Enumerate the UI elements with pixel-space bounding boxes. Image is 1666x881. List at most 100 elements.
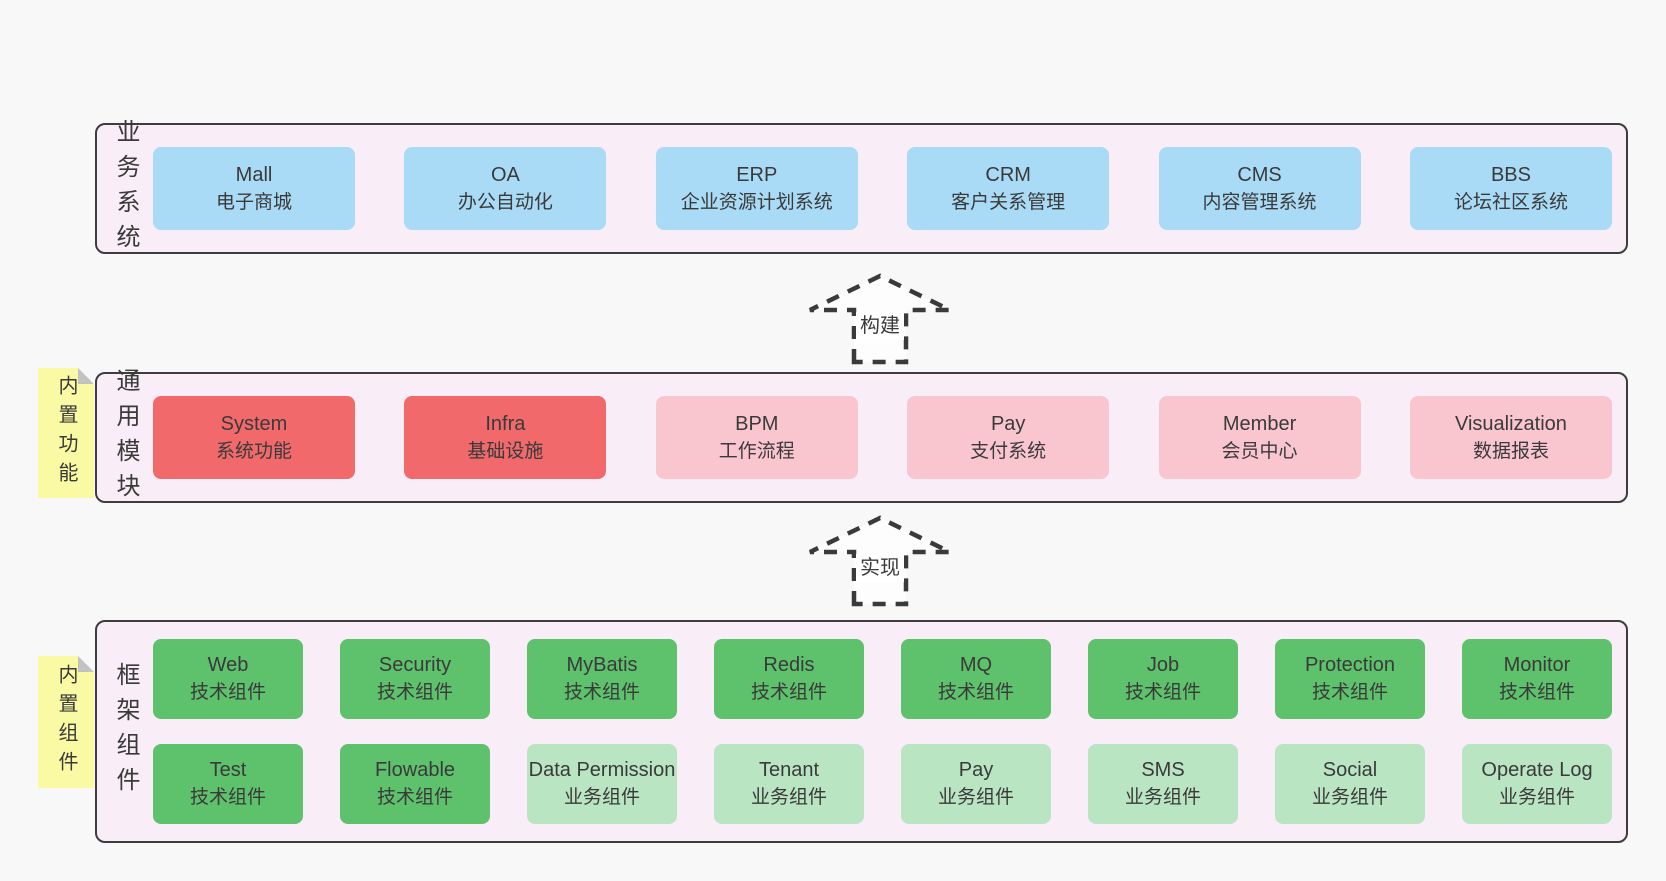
module-box: Member 会员中心 — [1158, 396, 1361, 479]
module-box: BBS 论坛社区系统 — [1409, 147, 1612, 230]
module-name-zh: 技术组件 — [937, 682, 1014, 704]
module-box: Monitor 技术组件 — [1462, 639, 1612, 719]
module-name-zh: 技术组件 — [1498, 682, 1575, 704]
module-name-zh: 技术组件 — [1311, 682, 1388, 704]
module-name-zh: 业务组件 — [563, 787, 640, 809]
sticky-note-text: 内置组件 — [55, 664, 77, 780]
module-name-zh: 客户关系管理 — [951, 191, 1066, 213]
module-name-zh: 技术组件 — [376, 682, 453, 704]
module-name-en: Infra — [485, 412, 526, 435]
module-name-zh: 办公自动化 — [457, 191, 553, 213]
module-name-en: Flowable — [374, 759, 456, 782]
sticky-note-built-in-features: 内置功能 — [38, 368, 94, 498]
sticky-note-built-in-components: 内置组件 — [38, 656, 94, 788]
band-common-modules: 通用模块 System 系统功能 Infra 基础设施 BPM 工作流程 Pay… — [95, 368, 1628, 508]
module-box: Job 技术组件 — [1088, 639, 1238, 719]
module-box: Data Permission 业务组件 — [527, 744, 677, 824]
module-name-en: CRM — [985, 163, 1031, 186]
module-name-zh: 业务组件 — [1498, 787, 1575, 809]
band-framework-components: 框架组件 Web 技术组件 Security 技术组件 MyBatis 技术组件… — [95, 620, 1628, 843]
module-box: System 系统功能 — [153, 396, 355, 479]
components-grid: Web 技术组件 Security 技术组件 MyBatis 技术组件 Redi… — [153, 622, 1626, 841]
module-name-en: MyBatis — [566, 654, 638, 677]
module-name-en: Pay — [958, 759, 994, 782]
module-name-en: ERP — [736, 163, 778, 186]
module-box: Visualization 数据报表 — [1409, 396, 1612, 479]
module-name-zh: 技术组件 — [750, 682, 827, 704]
module-name-en: Mall — [235, 163, 273, 186]
module-name-zh: 业务组件 — [750, 787, 827, 809]
module-box: Tenant 业务组件 — [714, 744, 864, 824]
module-name-en: SMS — [1141, 759, 1185, 782]
band-label-components-text: 框架组件 — [112, 661, 139, 802]
module-box: Redis 技术组件 — [714, 639, 864, 719]
module-name-en: Protection — [1304, 654, 1396, 677]
module-name-zh: 电子商城 — [215, 191, 292, 213]
module-name-en: Data Permission — [528, 759, 676, 782]
module-name-zh: 基础设施 — [467, 440, 544, 462]
module-box: MQ 技术组件 — [901, 639, 1051, 719]
module-box: Web 技术组件 — [153, 639, 303, 719]
module-name-en: Test — [209, 759, 247, 782]
module-name-zh: 企业资源计划系统 — [680, 191, 833, 213]
module-name-en: Visualization — [1454, 412, 1567, 435]
band-label-modules-text: 通用模块 — [112, 367, 139, 508]
module-name-zh: 会员中心 — [1221, 440, 1298, 462]
implement-arrow-label: 实现 — [856, 554, 904, 582]
build-arrow: 构建 — [805, 271, 955, 366]
module-name-en: Operate Log — [1481, 759, 1593, 782]
module-name-en: BBS — [1490, 163, 1531, 186]
module-box: SMS 业务组件 — [1088, 744, 1238, 824]
implement-arrow: 实现 — [805, 513, 955, 608]
module-box: Security 技术组件 — [340, 639, 490, 719]
module-name-en: MQ — [959, 654, 993, 677]
module-box: Mall 电子商城 — [153, 147, 355, 230]
module-box: CMS 内容管理系统 — [1158, 147, 1361, 230]
modules-boxes-row: System 系统功能 Infra 基础设施 BPM 工作流程 Pay 支付系统… — [153, 374, 1626, 501]
module-box: Infra 基础设施 — [404, 396, 607, 479]
module-name-en: Pay — [990, 412, 1026, 435]
module-box: MyBatis 技术组件 — [527, 639, 677, 719]
module-box: ERP 企业资源计划系统 — [655, 147, 858, 230]
band-business-systems: 业务系统 Mall 电子商城 OA 办公自动化 ERP 企业资源计划系统 CRM… — [95, 119, 1628, 259]
module-name-zh: 工作流程 — [718, 440, 795, 462]
module-name-en: CMS — [1237, 163, 1282, 186]
module-name-zh: 业务组件 — [1311, 787, 1388, 809]
module-name-zh: 内容管理系统 — [1202, 191, 1317, 213]
band-label-modules: 通用模块 — [97, 368, 153, 508]
module-box: Operate Log 业务组件 — [1462, 744, 1612, 824]
module-name-zh: 技术组件 — [189, 682, 266, 704]
module-name-en: OA — [490, 163, 520, 186]
module-name-zh: 技术组件 — [189, 787, 266, 809]
components-row-2: Test 技术组件 Flowable 技术组件 Data Permission … — [153, 744, 1612, 824]
module-name-en: Member — [1222, 412, 1297, 435]
module-name-zh: 系统功能 — [215, 440, 292, 462]
module-name-zh: 技术组件 — [1124, 682, 1201, 704]
module-name-zh: 业务组件 — [937, 787, 1014, 809]
business-boxes-row: Mall 电子商城 OA 办公自动化 ERP 企业资源计划系统 CRM 客户关系… — [153, 125, 1626, 252]
sticky-note-text: 内置功能 — [55, 375, 77, 491]
module-box: CRM 客户关系管理 — [907, 147, 1110, 230]
module-box: Protection 技术组件 — [1275, 639, 1425, 719]
module-name-en: Tenant — [758, 759, 820, 782]
module-name-en: Web — [207, 654, 249, 677]
module-name-zh: 技术组件 — [563, 682, 640, 704]
module-name-en: Monitor — [1503, 654, 1571, 677]
module-name-zh: 业务组件 — [1124, 787, 1201, 809]
module-box: Pay 业务组件 — [901, 744, 1051, 824]
module-name-en: System — [220, 412, 288, 435]
band-label-components: 框架组件 — [97, 622, 153, 841]
module-name-en: Redis — [763, 654, 815, 677]
module-name-zh: 数据报表 — [1472, 440, 1549, 462]
module-name-zh: 论坛社区系统 — [1453, 191, 1568, 213]
band-label-business: 业务系统 — [97, 119, 153, 259]
band-label-business-text: 业务系统 — [112, 118, 139, 259]
module-box: Pay 支付系统 — [907, 396, 1110, 479]
module-box: BPM 工作流程 — [655, 396, 858, 479]
module-box: OA 办公自动化 — [404, 147, 607, 230]
module-name-en: Security — [378, 654, 452, 677]
module-name-zh: 支付系统 — [970, 440, 1047, 462]
module-box: Flowable 技术组件 — [340, 744, 490, 824]
module-name-en: Job — [1146, 654, 1180, 677]
